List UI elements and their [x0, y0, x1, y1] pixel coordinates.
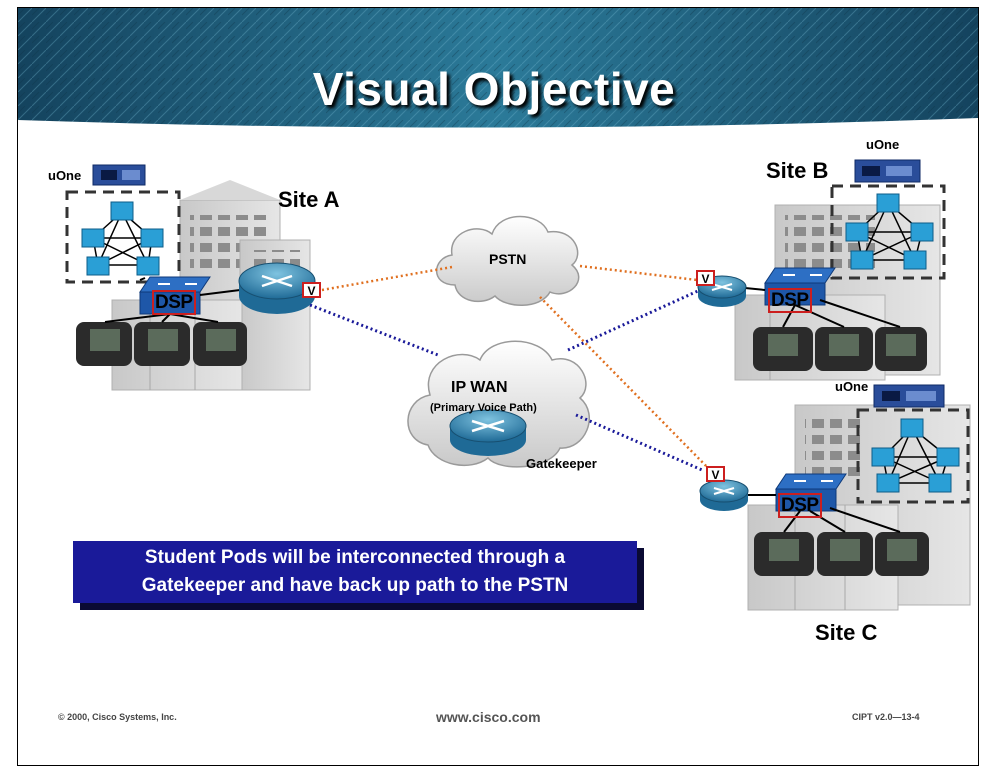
- site-c-ip-phones-icon: [754, 532, 929, 576]
- callout-line-1: Student Pods will be interconnected thro…: [144, 547, 566, 568]
- gatekeeper-label: Gatekeeper: [526, 456, 597, 471]
- site-c-router-icon: [699, 479, 749, 511]
- site-a-voice-badge: V: [307, 284, 315, 298]
- site-a-label: Site A: [278, 187, 340, 212]
- callout-line-2: Gatekeeper and have back up path to the …: [141, 575, 569, 596]
- site-b-uone-label: uOne: [866, 137, 900, 152]
- site-c-cluster-icon: [871, 418, 960, 493]
- site-c-switch-icon: [775, 473, 847, 512]
- footer-course-code: CIPT v2.0—13-4: [852, 712, 920, 722]
- pstn-label: PSTN: [489, 251, 527, 267]
- site-c-dsp-label: DSP: [778, 493, 822, 518]
- title-banner: [18, 8, 978, 130]
- site-c-lan-links: [743, 494, 901, 533]
- site-b-ip-phones-icon: [753, 327, 927, 371]
- site-b-cluster-box: [830, 184, 946, 280]
- pstn-cloud-icon: [436, 215, 580, 306]
- ip-wan-label: IP WAN: [451, 379, 508, 396]
- gatekeeper-router-icon: [449, 409, 527, 456]
- site-c-uone-server-icon: [873, 384, 945, 408]
- site-a-switch-icon: [139, 276, 211, 315]
- site-b-label: Site B: [766, 158, 829, 183]
- site-c-voice-badge: V: [711, 468, 719, 482]
- callout-box: Student Pods will be interconnected thro…: [73, 541, 637, 603]
- site-b-dsp-label: DSP: [768, 288, 812, 313]
- site-c-uone-label: uOne: [835, 379, 869, 394]
- site-b-uone-server-icon: [854, 159, 921, 183]
- page-title: Visual Objective: [312, 63, 676, 115]
- site-b-switch-icon: [764, 267, 836, 306]
- site-a-dsp-label: DSP: [152, 290, 196, 315]
- site-b-voice-badge: V: [701, 272, 709, 286]
- primary-voice-path-label: (Primary Voice Path): [430, 402, 537, 414]
- site-a-uone-server-icon: [92, 164, 146, 186]
- site-a-ip-phones-icon: [76, 322, 247, 366]
- site-a-cluster-icon: [81, 201, 164, 276]
- site-a-uone-label: uOne: [48, 168, 82, 183]
- site-c-cluster-box: [856, 408, 970, 504]
- site-a-router-icon: [238, 262, 316, 314]
- site-a-lan-links: [104, 277, 241, 323]
- site-a-cluster-box: [65, 190, 181, 284]
- site-b-lan-links: [744, 287, 901, 328]
- voice-badges: V V V: [302, 270, 725, 482]
- footer-copyright: © 2000, Cisco Systems, Inc.: [58, 712, 177, 722]
- footer-url: www.cisco.com: [436, 709, 541, 725]
- site-b-cluster-icon: [845, 193, 934, 270]
- pstn-backup-links: [321, 264, 713, 473]
- ip-wan-links: [309, 288, 703, 472]
- site-c-label: Site C: [815, 620, 878, 645]
